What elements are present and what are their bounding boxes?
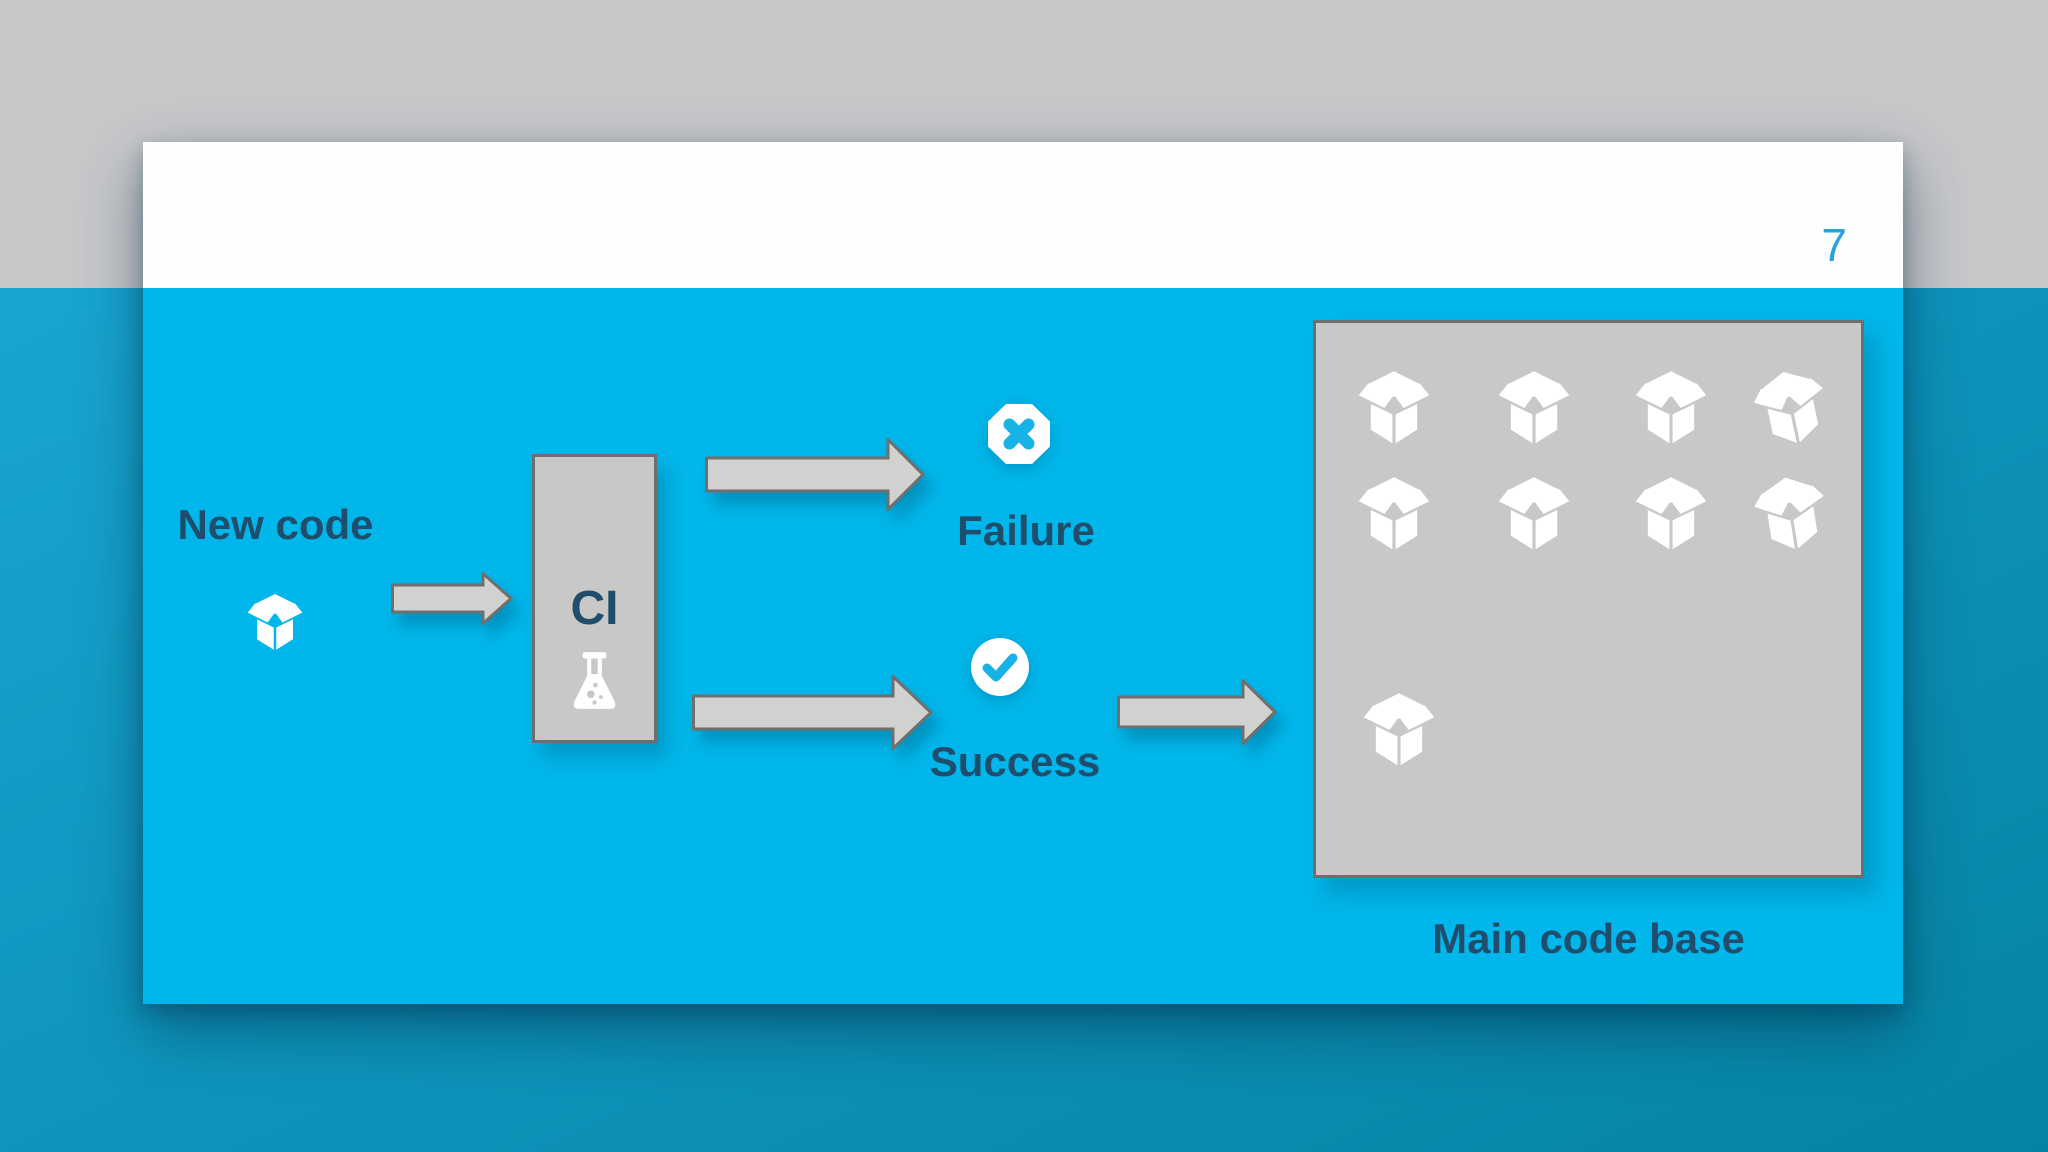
ci-label: CI (570, 582, 619, 635)
box-open-icon (1363, 693, 1435, 766)
box-open-icon (1750, 472, 1832, 555)
box-open-icon (1498, 371, 1570, 444)
slide-header: 7 (143, 142, 1903, 288)
box-open-icon (1748, 364, 1833, 450)
arrow-right-icon (692, 675, 933, 750)
success-label: Success (929, 738, 1101, 785)
box-open-icon (1358, 477, 1430, 550)
box-open-icon (1358, 371, 1430, 444)
x-octagon-icon (988, 404, 1050, 464)
check-circle-icon (971, 638, 1029, 696)
box-open-icon (247, 594, 303, 650)
new-code-label: New code (177, 501, 374, 548)
flask-icon (573, 652, 616, 709)
arrow-right-icon (705, 438, 925, 511)
box-open-icon (1635, 477, 1707, 550)
ci-box: CI (532, 454, 657, 743)
box-open-icon (1498, 477, 1570, 550)
slide: 7 New code CI (143, 142, 1903, 1004)
arrow-right-icon (1117, 679, 1277, 745)
main-code-base-box (1313, 320, 1864, 878)
failure-label: Failure (957, 507, 1095, 554)
page-number: 7 (1821, 219, 1847, 271)
box-open-icon (1635, 371, 1707, 444)
main-code-base-label: Main code base (1432, 915, 1745, 962)
arrow-right-icon (391, 572, 513, 625)
